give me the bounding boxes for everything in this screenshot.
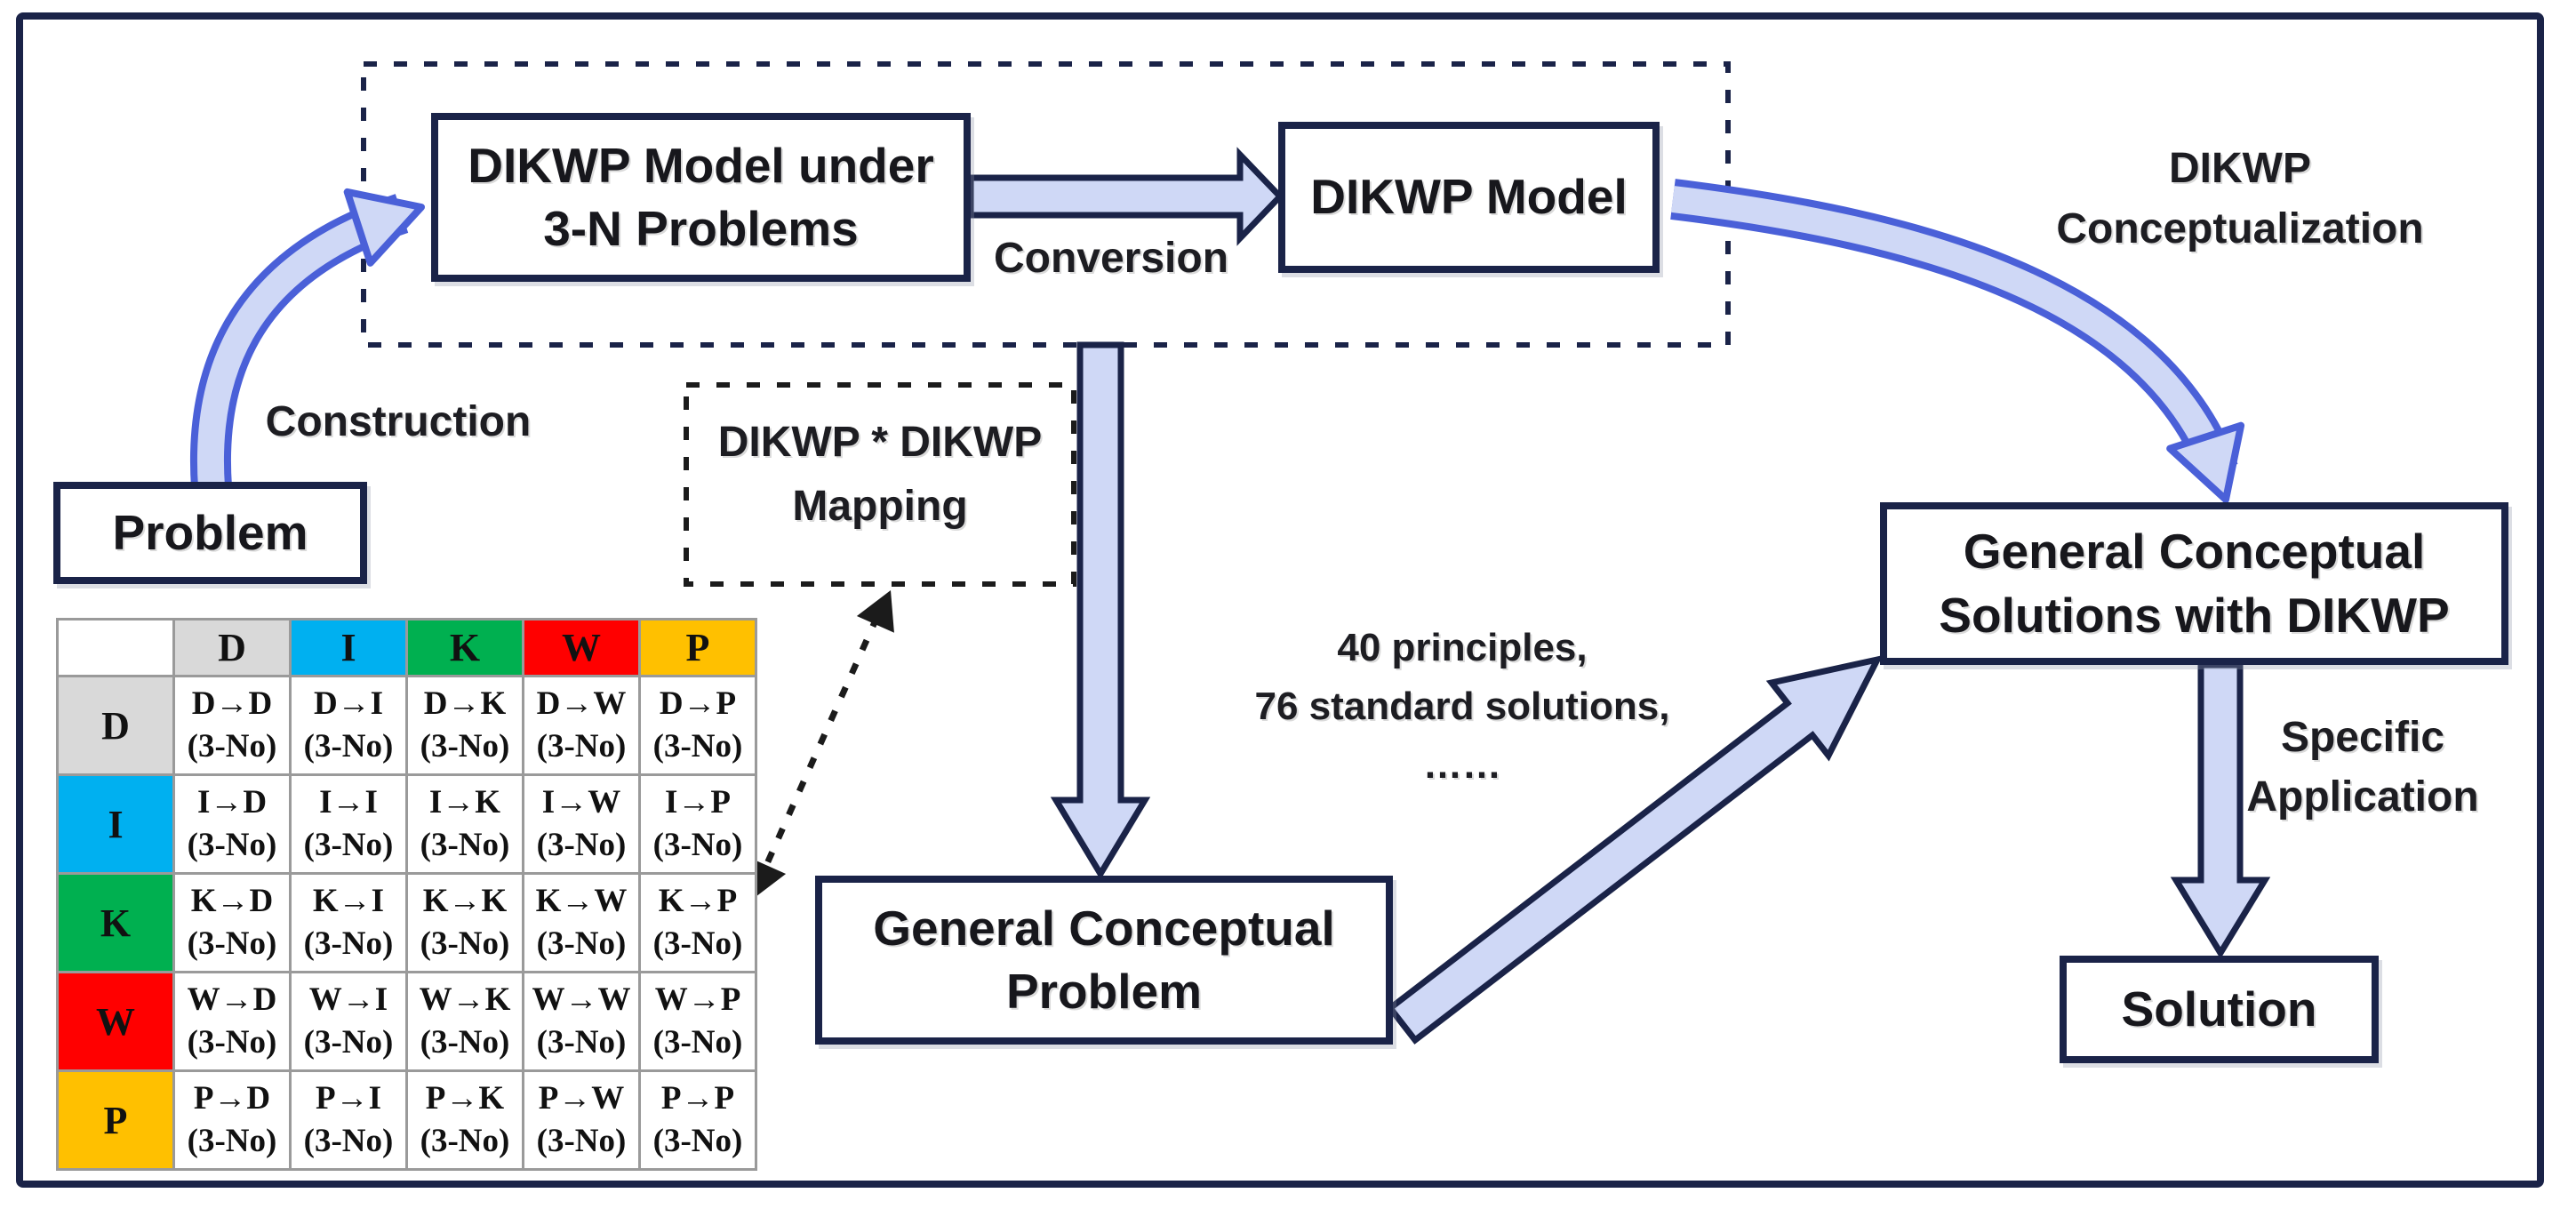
box-dikwp-model-label: DIKWP Model: [1310, 169, 1628, 225]
box-problem: Problem: [53, 482, 367, 584]
principles-label: 40 principles, 76 standard solutions, ……: [1254, 626, 1670, 787]
dikwp-conceptualization-label: DIKWP Conceptualization: [2056, 145, 2424, 253]
mapping-dotted-connector: [754, 604, 885, 887]
matrix-cell: I→K (3-No): [405, 773, 524, 875]
construction-arrowhead-icon: [343, 188, 425, 267]
box-general-conceptual-solutions: General Conceptual Solutions with DIKWP: [1880, 502, 2508, 665]
box-general-conceptual-solutions-label: General Conceptual Solutions with DIKWP: [1939, 524, 2450, 643]
matrix-row-header-K: K: [56, 872, 175, 973]
down-arrow-to-solution: [2170, 661, 2271, 959]
conceptualization-arrow: [1671, 186, 2232, 476]
construction-arrow: [196, 200, 406, 489]
matrix-cell: K→D (3-No): [172, 872, 292, 973]
matrix-cell: P→D (3-No): [172, 1069, 292, 1171]
matrix-cell: W→W (3-No): [522, 971, 641, 1072]
matrix-row-header-I: I: [56, 773, 175, 875]
matrix-col-header-I: I: [289, 618, 408, 677]
matrix-cell: P→P (3-No): [638, 1069, 757, 1171]
box-dikwp-model: DIKWP Model: [1278, 122, 1660, 273]
box-general-conceptual-problem: General Conceptual Problem: [815, 876, 1393, 1045]
specific-application-label: Specific Application: [2246, 714, 2479, 821]
conceptualization-arrowhead-icon: [2166, 421, 2245, 503]
matrix-cell: K→W (3-No): [522, 872, 641, 973]
matrix-cell: P→I (3-No): [289, 1069, 408, 1171]
dashed-mapping-border: [684, 382, 1076, 587]
matrix-row-header-W: W: [56, 971, 175, 1072]
matrix-cell: P→W (3-No): [522, 1069, 641, 1171]
matrix-cell: W→I (3-No): [289, 971, 408, 1072]
dotted-arrowhead-down-icon: [748, 857, 787, 900]
matrix-row-header-D: D: [56, 675, 175, 776]
conversion-label: Conversion: [993, 235, 1229, 282]
matrix-row-header-P: P: [56, 1069, 175, 1171]
matrix-cell: W→P (3-No): [638, 971, 757, 1072]
box-dikwp-model-under-3n: DIKWP Model under 3-N Problems: [431, 113, 971, 282]
matrix-cell: K→K (3-No): [405, 872, 524, 973]
matrix-cell: D→K (3-No): [405, 675, 524, 776]
outer-frame: [16, 12, 2544, 1188]
matrix-cell: W→K (3-No): [405, 971, 524, 1072]
construction-label: Construction: [265, 398, 532, 445]
matrix-cell: K→I (3-No): [289, 872, 408, 973]
matrix-cell: I→D (3-No): [172, 773, 292, 875]
matrix-cell: I→W (3-No): [522, 773, 641, 875]
diagonal-arrow-to-solutions: [1386, 655, 1884, 1045]
matrix-col-header-D: D: [172, 618, 292, 677]
matrix-cell: I→P (3-No): [638, 773, 757, 875]
matrix-col-header-P: P: [638, 618, 757, 677]
mapping-box-label: DIKWP * DIKWP Mapping: [717, 419, 1043, 530]
box-problem-label: Problem: [112, 504, 308, 560]
matrix-cell: D→I (3-No): [289, 675, 408, 776]
matrix-cell: D→D (3-No): [172, 675, 292, 776]
matrix-cell: D→P (3-No): [638, 675, 757, 776]
box-solution: Solution: [2060, 956, 2379, 1063]
matrix-cell: W→D (3-No): [172, 971, 292, 1072]
down-arrow-to-general-problem: [1050, 341, 1151, 880]
matrix-cell: P→K (3-No): [405, 1069, 524, 1171]
conversion-arrow: [967, 147, 1284, 246]
matrix-corner-cell: [56, 618, 175, 677]
box-dikwp-model-under-3n-label: DIKWP Model under 3-N Problems: [468, 137, 934, 257]
matrix-cell: K→P (3-No): [638, 872, 757, 973]
box-solution-label: Solution: [2121, 981, 2317, 1037]
matrix-col-header-W: W: [522, 618, 641, 677]
matrix-col-header-K: K: [405, 618, 524, 677]
box-general-conceptual-problem-label: General Conceptual Problem: [873, 900, 1335, 1020]
dotted-arrowhead-up-icon: [856, 590, 894, 633]
matrix-cell: D→W (3-No): [522, 675, 641, 776]
matrix-cell: I→I (3-No): [289, 773, 408, 875]
